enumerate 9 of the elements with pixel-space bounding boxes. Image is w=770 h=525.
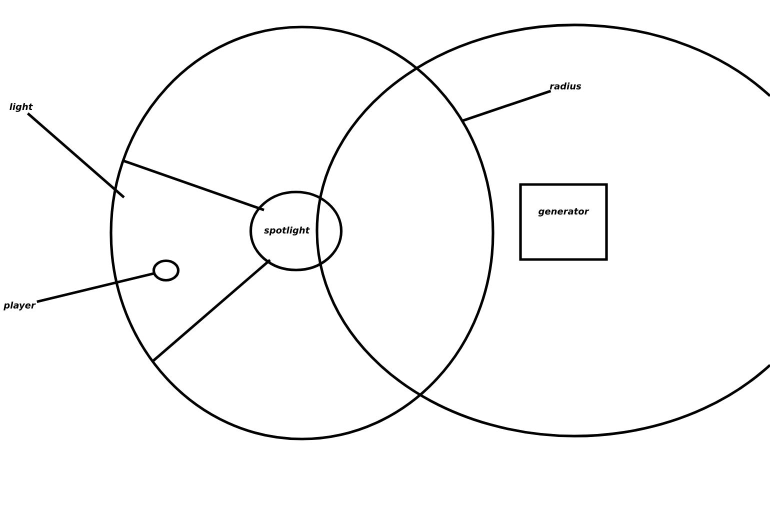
generator-box: generator bbox=[519, 183, 608, 261]
leader-line bbox=[462, 90, 552, 122]
callout-label: radius bbox=[550, 82, 582, 90]
large-circle bbox=[110, 26, 494, 440]
leader-line bbox=[26, 112, 125, 198]
player-circle bbox=[152, 259, 180, 282]
callout-label: light bbox=[10, 103, 33, 112]
callout-label: player bbox=[4, 302, 36, 310]
leader-line bbox=[36, 272, 155, 304]
